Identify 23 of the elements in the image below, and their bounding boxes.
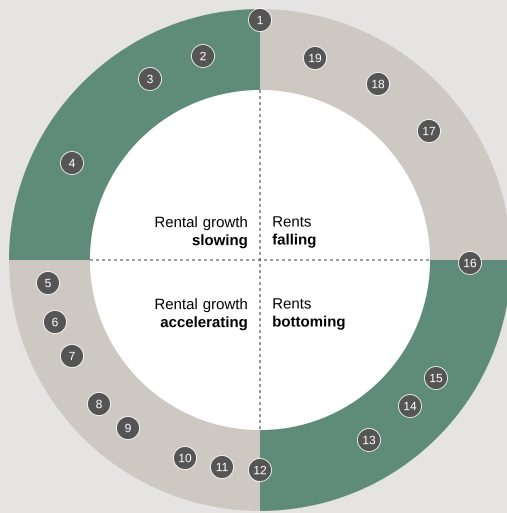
- number-badge: 11: [210, 455, 234, 479]
- number-badge: 17: [417, 119, 441, 143]
- number-badge: 8: [87, 392, 111, 416]
- number-badge: 14: [398, 394, 422, 418]
- quadrant-label: Rents falling: [272, 216, 316, 248]
- number-badge: 19: [303, 46, 327, 70]
- number-badge: 7: [60, 344, 84, 368]
- number-badge: 9: [116, 416, 140, 440]
- number-badge: 4: [60, 151, 84, 175]
- number-badge: 16: [458, 251, 482, 275]
- number-badge: 15: [424, 366, 448, 390]
- number-badge: 3: [138, 67, 162, 91]
- number-badge: 6: [43, 310, 67, 334]
- quadrant-label: Rental growth slowing: [156, 216, 247, 248]
- number-badge: 13: [357, 428, 381, 452]
- quadrant-label: Rental growth accelerating: [156, 298, 247, 330]
- number-badge: 2: [191, 44, 215, 68]
- quadrant-label: Rents bottoming: [273, 298, 344, 330]
- number-badge: 12: [248, 458, 272, 482]
- number-badge: 5: [36, 271, 60, 295]
- number-badge: 10: [173, 446, 197, 470]
- number-badge: 18: [366, 72, 390, 96]
- number-badge: 1: [248, 8, 272, 32]
